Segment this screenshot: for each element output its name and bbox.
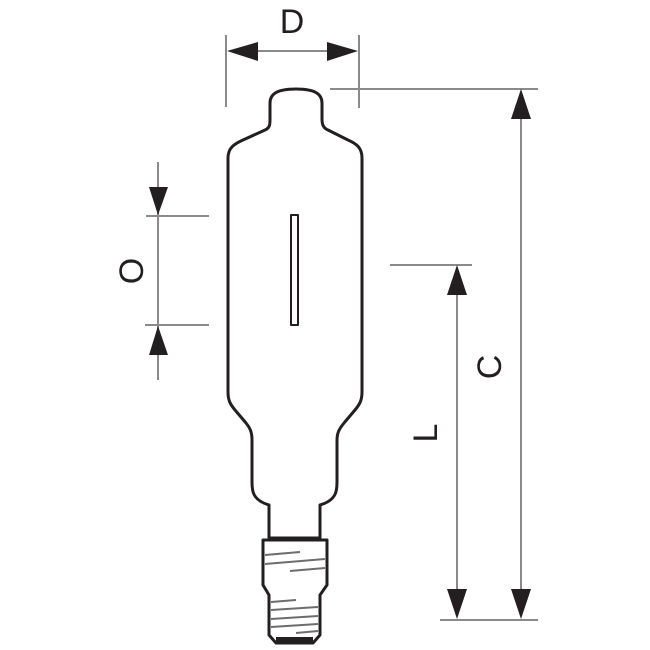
arrow-right-icon bbox=[327, 42, 358, 61]
dimension-label-l: L bbox=[407, 424, 445, 443]
dimension-l: L bbox=[390, 264, 472, 619]
lamp-outline bbox=[226, 87, 364, 645]
dimension-label-d: D bbox=[280, 3, 305, 41]
arrow-down-icon bbox=[149, 187, 168, 215]
arrow-left-icon bbox=[227, 42, 258, 61]
screw-threads bbox=[264, 551, 326, 634]
dimension-label-o: O bbox=[113, 258, 151, 284]
dimension-o: O bbox=[113, 162, 209, 380]
arrow-up-icon bbox=[447, 265, 467, 295]
dimension-label-c: C bbox=[471, 355, 509, 380]
base-contact bbox=[276, 637, 313, 644]
arrow-up-icon bbox=[149, 326, 168, 355]
arc-tube bbox=[290, 214, 299, 326]
dimension-c: C bbox=[471, 89, 531, 619]
dimension-d: D bbox=[225, 3, 360, 108]
arrow-up-icon bbox=[511, 89, 531, 119]
arrow-down-icon bbox=[511, 589, 531, 619]
arrow-down-icon bbox=[447, 589, 467, 619]
